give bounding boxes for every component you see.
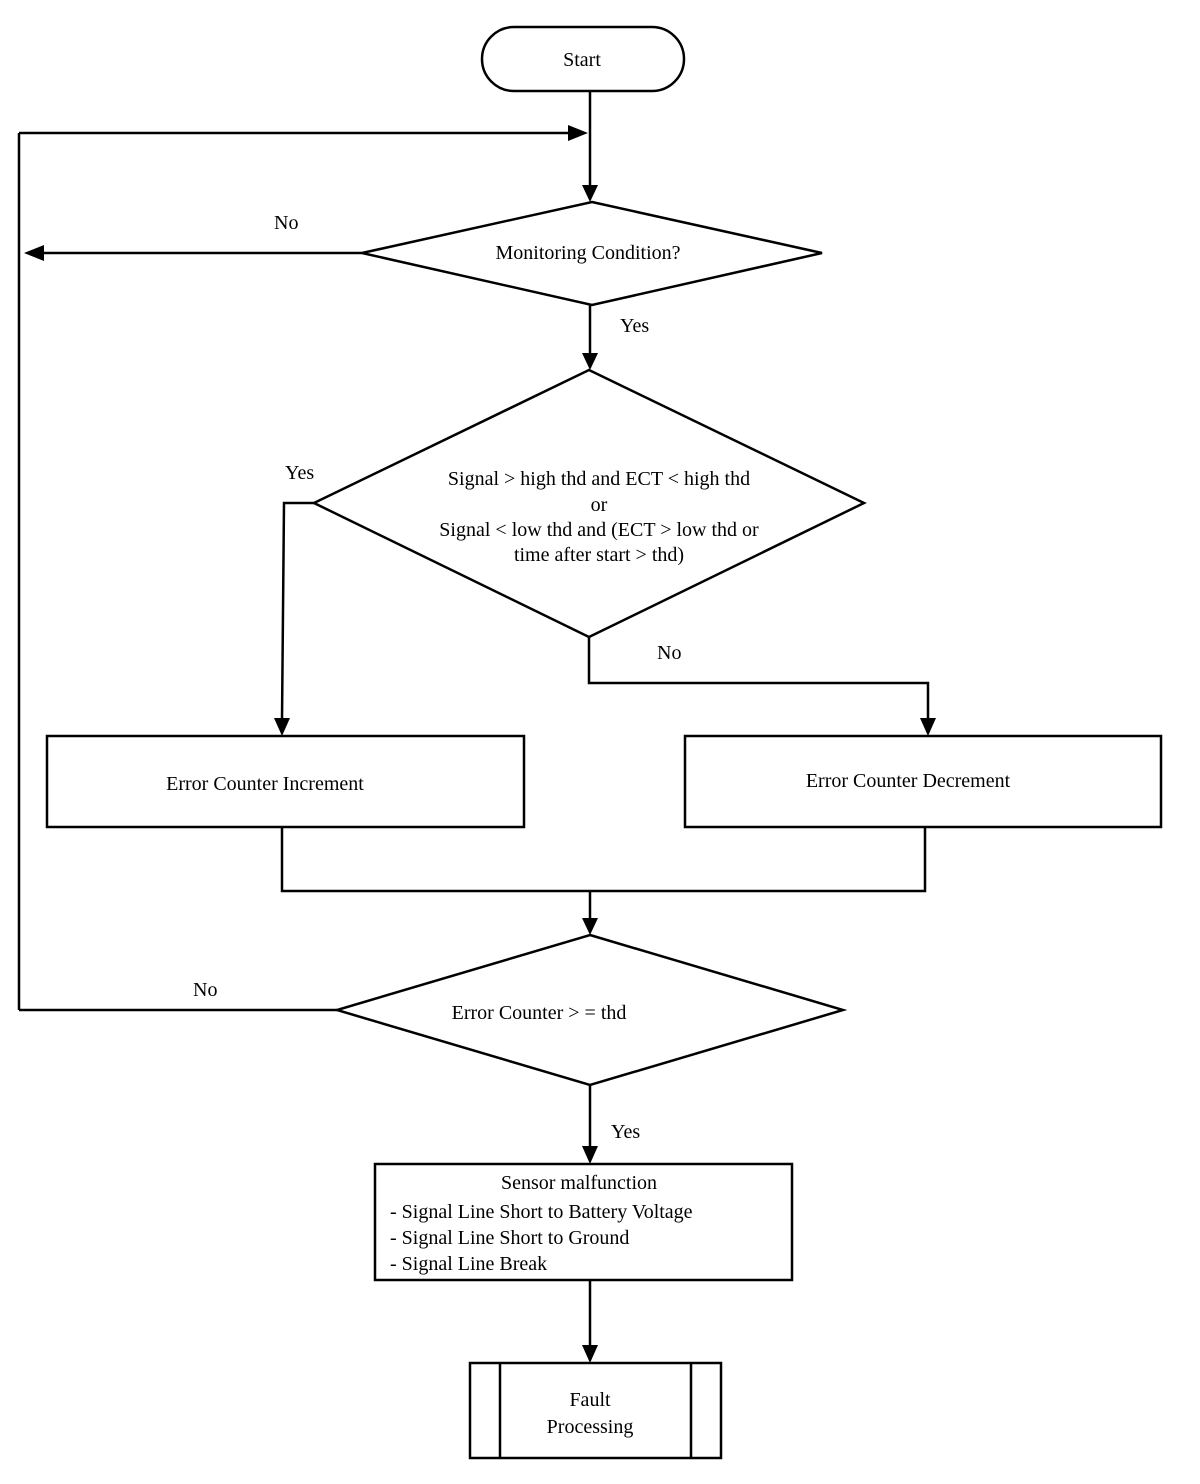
arrowhead — [24, 245, 44, 261]
arrowhead — [582, 185, 598, 202]
counter-no-label: No — [193, 979, 217, 1001]
error-counter-decrement-label: Error Counter Decrement — [806, 770, 1011, 792]
threshold-yes-label: Yes — [285, 462, 314, 484]
fault-processing-line-1: Fault — [569, 1389, 611, 1411]
threshold-check-line-1: Signal > high thd and ECT < high thd — [448, 468, 750, 490]
error-counter-increment-box — [45, 734, 526, 829]
monitoring-no-label: No — [274, 212, 298, 234]
sensor-malfunction-box — [373, 1162, 794, 1282]
fault-processing-line-2: Processing — [547, 1416, 634, 1438]
sensor-malfunction-item: - Signal Line Short to Battery Voltage — [390, 1201, 693, 1223]
connector-threshold-yes — [280, 501, 314, 721]
threshold-no-label: No — [657, 642, 681, 664]
threshold-check-line-4: time after start > thd) — [514, 544, 684, 566]
connector-merge — [280, 827, 927, 893]
threshold-check-decision — [311, 368, 867, 639]
start-terminal — [480, 25, 686, 93]
connector-threshold-no — [587, 637, 930, 720]
sensor-malfunction-item: - Signal Line Break — [390, 1253, 547, 1275]
error-counter-decrement-box — [683, 734, 1163, 829]
threshold-check-line-2: or — [591, 494, 608, 516]
threshold-check-line-3: Signal < low thd and (ECT > low thd or — [439, 519, 759, 541]
arrowhead — [582, 918, 598, 935]
counter-yes-label: Yes — [611, 1121, 640, 1143]
sensor-malfunction-item: - Signal Line Short to Ground — [390, 1227, 629, 1249]
fault-processing-box — [468, 1361, 723, 1460]
monitoring-condition-decision — [361, 200, 823, 307]
error-counter-check-label: Error Counter > = thd — [452, 1002, 627, 1024]
arrowhead — [582, 353, 598, 370]
arrowhead — [920, 718, 936, 736]
arrowhead — [582, 1146, 598, 1164]
arrowhead — [582, 1345, 598, 1363]
start-label: Start — [563, 49, 601, 71]
sensor-malfunction-title: Sensor malfunction — [501, 1172, 657, 1194]
arrowhead — [568, 125, 588, 141]
error-counter-increment-label: Error Counter Increment — [166, 773, 364, 795]
monitoring-yes-label: Yes — [620, 315, 649, 337]
monitoring-condition-label: Monitoring Condition? — [496, 242, 681, 264]
arrowhead — [274, 718, 290, 736]
